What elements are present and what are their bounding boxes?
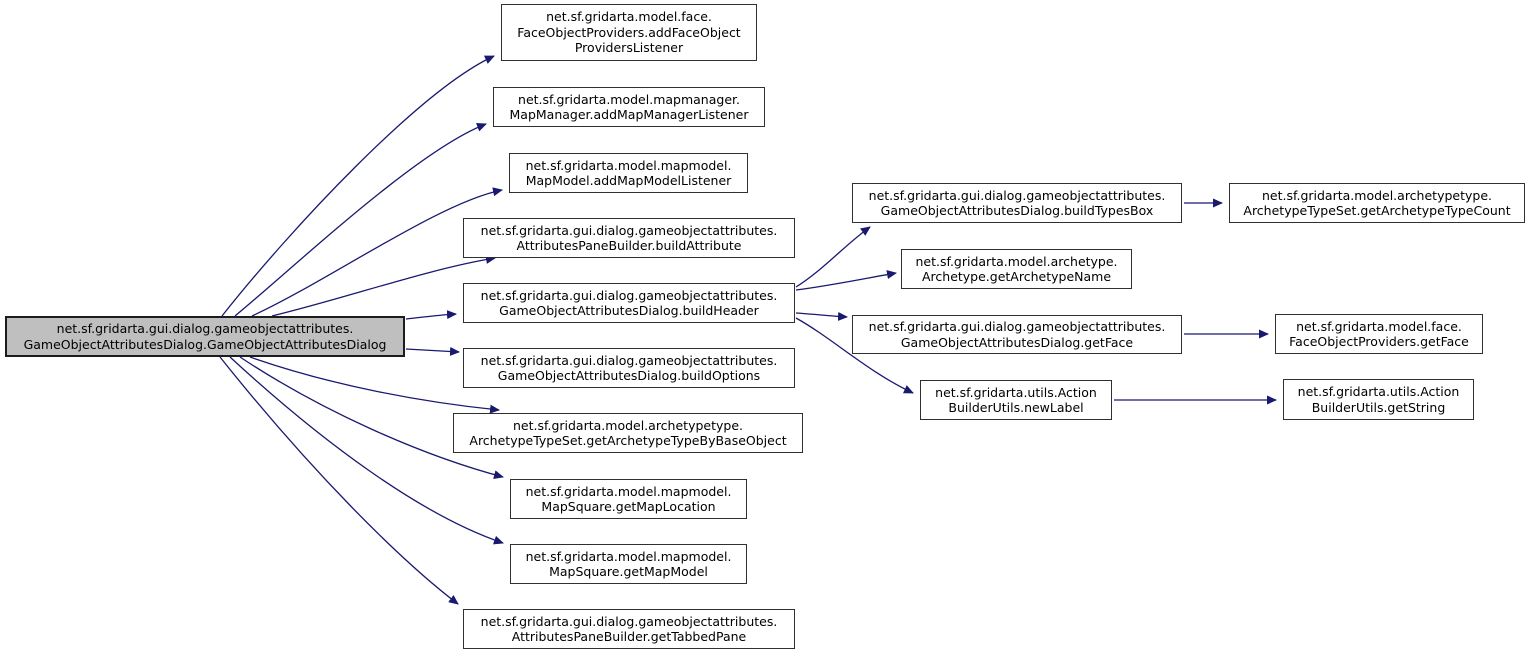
edge-build-header-to-build-types-box	[795, 226, 871, 288]
edge-build-header-to-get-archetype-name	[795, 270, 897, 291]
edge-main-to-get-map-location	[239, 356, 504, 480]
node-get-tabbed-pane[interactable]: net.sf.gridarta.gui.dialog.gameobjectatt…	[463, 609, 795, 649]
edge-main-to-get-archetype-type-by-base-object	[249, 356, 500, 414]
edge-main-to-add-map-model-listener	[251, 187, 503, 317]
node-get-archetype-name[interactable]: net.sf.gridarta.model.archetype. Archety…	[901, 249, 1132, 289]
edge-main-to-add-map-manager-listener	[234, 123, 487, 317]
edge-main-to-build-attribute	[271, 255, 496, 317]
node-get-map-location[interactable]: net.sf.gridarta.model.mapmodel. MapSquar…	[510, 479, 747, 519]
node-new-label[interactable]: net.sf.gridarta.utils.Action BuilderUtil…	[920, 380, 1112, 420]
node-get-string[interactable]: net.sf.gridarta.utils.Action BuilderUtil…	[1283, 379, 1474, 420]
edge-main-to-get-tabbed-pane	[219, 356, 459, 605]
edge-main-to-get-map-model	[229, 356, 504, 545]
edge-build-header-to-new-label	[795, 317, 914, 394]
node-dialog-get-face[interactable]: net.sf.gridarta.gui.dialog.gameobjectatt…	[852, 315, 1182, 354]
edge-build-header-to-dialog-get-face	[795, 311, 848, 321]
node-get-archetype-type-by-base-object[interactable]: net.sf.gridarta.model.archetypetype. Arc…	[453, 413, 803, 453]
node-face-object-providers-get-face[interactable]: net.sf.gridarta.model.face. FaceObjectPr…	[1275, 314, 1483, 354]
node-build-attribute[interactable]: net.sf.gridarta.gui.dialog.gameobjectatt…	[463, 218, 795, 258]
node-get-archetype-type-count[interactable]: net.sf.gridarta.model.archetypetype. Arc…	[1229, 183, 1525, 223]
edge-main-to-build-header	[405, 310, 457, 320]
node-build-options[interactable]: net.sf.gridarta.gui.dialog.gameobjectatt…	[463, 348, 795, 388]
node-build-header[interactable]: net.sf.gridarta.gui.dialog.gameobjectatt…	[463, 283, 795, 323]
node-add-map-model-listener[interactable]: net.sf.gridarta.model.mapmodel. MapModel…	[509, 153, 748, 193]
node-add-face-object-providers-listener[interactable]: net.sf.gridarta.model.face. FaceObjectPr…	[501, 4, 757, 61]
node-get-map-model[interactable]: net.sf.gridarta.model.mapmodel. MapSquar…	[510, 544, 747, 584]
node-add-map-manager-listener[interactable]: net.sf.gridarta.model.mapmanager. MapMan…	[493, 87, 765, 127]
edge-main-to-build-options	[405, 346, 460, 356]
edge-main-to-add-face-object-providers-listener	[221, 55, 495, 317]
node-build-types-box[interactable]: net.sf.gridarta.gui.dialog.gameobjectatt…	[852, 183, 1182, 223]
node-game-object-attributes-dialog-constructor: net.sf.gridarta.gui.dialog.gameobjectatt…	[5, 316, 405, 357]
